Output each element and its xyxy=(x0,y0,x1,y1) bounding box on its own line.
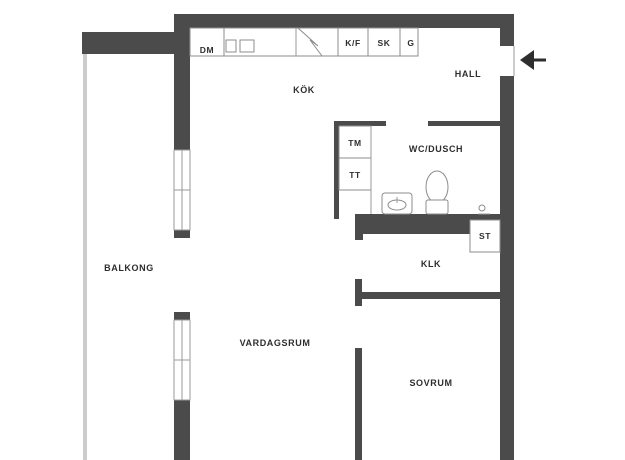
wall-bath-left xyxy=(334,121,339,219)
kitchen-counter xyxy=(189,27,419,57)
fixture-label-dm: DM xyxy=(200,45,214,55)
room-label-kok: KÖK xyxy=(293,85,315,95)
window-lower xyxy=(173,319,191,401)
room-label-klk: KLK xyxy=(421,259,441,269)
dishwasher-cell xyxy=(189,27,225,57)
wall-left-1 xyxy=(174,14,190,150)
bathroom-fixtures xyxy=(338,125,490,215)
storage-box xyxy=(469,219,501,253)
hood-zigzag-icon xyxy=(297,27,323,57)
fixture-label-g: G xyxy=(407,38,414,48)
sink-bowl-1 xyxy=(225,39,237,53)
washbasin xyxy=(381,192,413,215)
fixture-labels: DM K/F SK G TM TT ST xyxy=(200,38,491,241)
window-upper xyxy=(173,149,191,231)
fixture-label-kf: K/F xyxy=(345,38,361,48)
wall-left-2 xyxy=(174,230,190,238)
wall-bath-bottom xyxy=(355,214,500,234)
toilet-bowl xyxy=(425,170,449,204)
wall-bath-bottom-stub xyxy=(355,214,363,240)
wall-balcony-top xyxy=(82,32,190,54)
room-label-vardagsrum: VARDAGSRUM xyxy=(240,338,311,348)
balcony-outline xyxy=(83,54,87,460)
toilet-tank xyxy=(425,199,449,215)
shower-drain-icon xyxy=(478,204,486,212)
room-label-balkong: BALKONG xyxy=(104,263,154,273)
g-cell xyxy=(399,27,419,57)
fixture-label-st: ST xyxy=(479,231,491,241)
wall-bath-top-right xyxy=(428,121,502,126)
wall-klk-stub xyxy=(355,279,362,306)
wall-top xyxy=(174,14,514,28)
walls xyxy=(82,14,514,460)
room-labels: KÖK HALL WC/DUSCH BALKONG KLK VARDAGSRUM… xyxy=(104,69,481,388)
room-label-sovrum: SOVRUM xyxy=(409,378,452,388)
wall-bedroom-left xyxy=(355,348,362,460)
fixture-label-sk: SK xyxy=(377,38,390,48)
fixture-label-tm: TM xyxy=(348,138,361,148)
fixture-label-tt: TT xyxy=(349,170,361,180)
wall-bath-top-left xyxy=(334,121,386,126)
wall-right-lower xyxy=(500,76,514,460)
wall-klk-bottom xyxy=(355,292,500,299)
sink-bowl-2 xyxy=(239,39,255,53)
wall-right-upper xyxy=(500,14,514,46)
wall-left-3 xyxy=(174,312,190,320)
arrow-left-icon xyxy=(520,50,546,70)
wall-left-4 xyxy=(174,400,190,460)
room-label-hall: HALL xyxy=(455,69,481,79)
room-label-wc-dusch: WC/DUSCH xyxy=(409,144,463,154)
